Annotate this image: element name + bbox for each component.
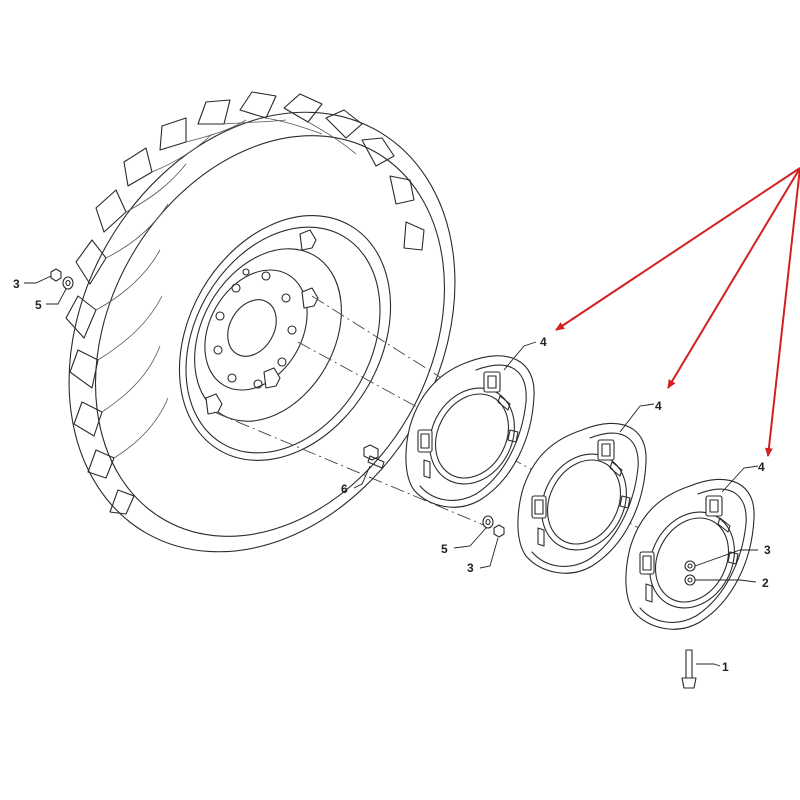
left-nut-and-washer [24,268,74,305]
arrow-to-weight-3 [764,167,800,457]
callout-3-center: 3 [467,561,474,575]
callout-5-center: 5 [441,542,448,556]
callout-4-c: 4 [758,460,765,474]
callout-6: 6 [341,482,348,496]
ballast-weight-1 [405,355,535,508]
callout-3-right: 3 [764,543,771,557]
tyre [65,91,456,553]
callout-5-left: 5 [35,298,42,312]
callout-2: 2 [762,576,769,590]
callout-labels: 3 5 6 5 3 4 4 4 3 2 1 [13,277,771,674]
callout-4-a: 4 [540,335,547,349]
tractor-wheel [65,91,456,553]
hex-bolt [681,649,721,689]
stud-bolt [353,444,385,489]
highlight-arrows [555,167,800,457]
callout-1: 1 [722,660,729,674]
wheel-studs [213,268,297,389]
weight-leaders [503,341,759,493]
hex-nut [50,268,62,282]
callout-3-left: 3 [13,277,20,291]
callout-4-b: 4 [655,399,662,413]
center-nut-and-washer [453,515,505,569]
rim-clamps [205,229,319,415]
arrow-to-weight-1 [555,167,800,331]
ballast-weight-2 [517,422,647,574]
arrow-to-weight-2 [667,167,800,389]
ballast-weight-3 [625,478,758,630]
washer [62,276,74,290]
wheel-rim [178,215,392,461]
